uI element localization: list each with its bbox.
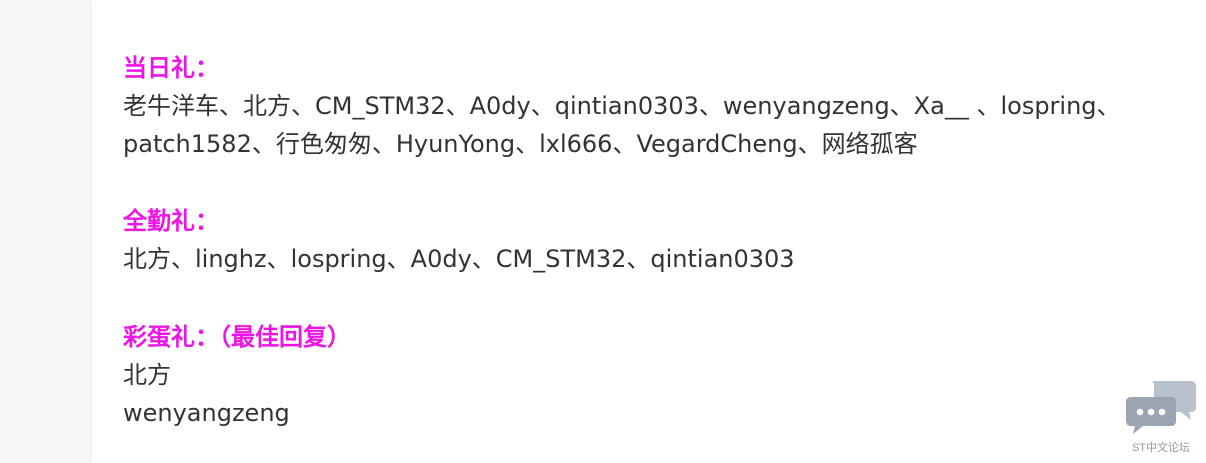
chat-bubbles-icon[interactable] <box>1125 379 1197 435</box>
winner-line: 北方、linghz、lospring、A0dy、CM_STM32、qintian… <box>123 245 795 273</box>
section-easter-egg-gift: 彩蛋礼：（最佳回复） 北方 wenyangzeng <box>123 318 1193 432</box>
winner-list: 北方、linghz、lospring、A0dy、CM_STM32、qintian… <box>123 240 1193 278</box>
forum-label[interactable]: ST中文论坛 <box>1131 442 1191 454</box>
section-attendance-gift: 全勤礼： 北方、linghz、lospring、A0dy、CM_STM32、qi… <box>123 202 1193 278</box>
section-heading: 全勤礼： <box>123 207 219 235</box>
section-heading: 当日礼： <box>123 54 219 82</box>
winner-line: patch1582、行色匆匆、HyunYong、lxl666、VegardChe… <box>123 130 918 158</box>
section-heading: 彩蛋礼：（最佳回复） <box>123 323 351 351</box>
winner-line: 北方 <box>123 361 171 389</box>
winner-list: 北方 wenyangzeng <box>123 356 1193 432</box>
section-daily-gift: 当日礼： 老牛洋车、北方、CM_STM32、A0dy、qintian0303、w… <box>123 49 1193 163</box>
content-panel <box>92 0 1206 463</box>
winner-line: 老牛洋车、北方、CM_STM32、A0dy、qintian0303、wenyan… <box>123 92 1121 120</box>
winner-line: wenyangzeng <box>123 399 290 427</box>
winner-list: 老牛洋车、北方、CM_STM32、A0dy、qintian0303、wenyan… <box>123 87 1193 163</box>
